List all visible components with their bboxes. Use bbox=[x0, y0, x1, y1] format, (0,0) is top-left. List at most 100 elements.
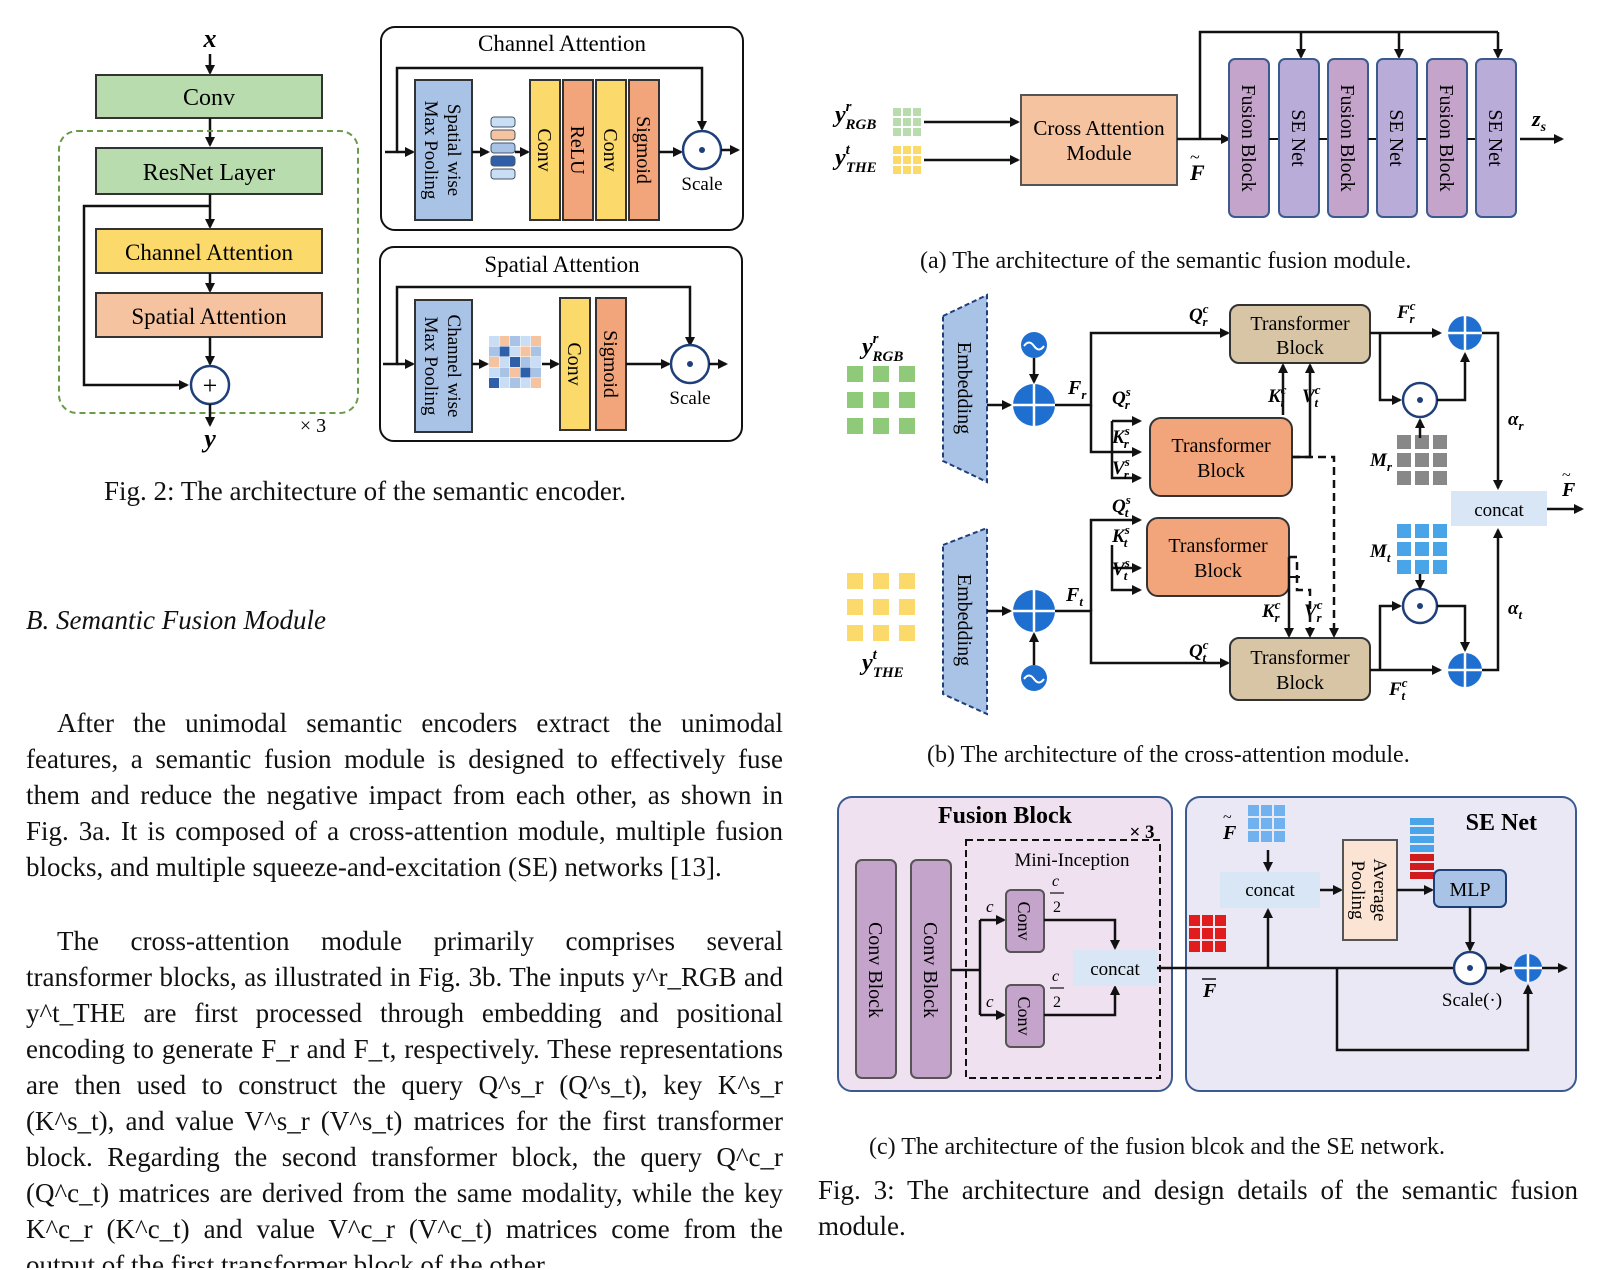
mask-r-cell bbox=[1433, 435, 1447, 449]
mask-r-cell bbox=[1397, 435, 1411, 449]
heatmap-cell bbox=[531, 378, 541, 388]
fig3b-transformer-mid-top-label-2: Block bbox=[1197, 460, 1245, 482]
fig2-output-y: y bbox=[201, 424, 216, 453]
fig2-sa-pool-box bbox=[414, 299, 473, 433]
fig3b-transformer-mid-bottom bbox=[1146, 517, 1290, 597]
redgrid-cell bbox=[1202, 941, 1213, 952]
grid3a-rgb-cell bbox=[903, 128, 911, 136]
grid3a-rgb-cell bbox=[893, 108, 901, 116]
mask-r-cell bbox=[1415, 471, 1429, 485]
fig3c-caption: (c) The architecture of the fusion blcok… bbox=[869, 1134, 1446, 1160]
fig3c-add-icon bbox=[1514, 954, 1542, 982]
fig3c-avgpool-box bbox=[1342, 839, 1398, 941]
grid3a-the-cell bbox=[893, 156, 901, 164]
grid3a-the-cell bbox=[903, 156, 911, 164]
fig3c-concat-2-label: concat bbox=[1245, 880, 1295, 901]
svg-text:Ft: Ft bbox=[1065, 584, 1083, 609]
svg-text:2: 2 bbox=[1053, 899, 1061, 916]
svg-text:~: ~ bbox=[1562, 467, 1571, 484]
fig3b-add-bottom-icon bbox=[1013, 590, 1055, 632]
fig2-repeat-frame bbox=[58, 130, 359, 414]
heatmap-cell bbox=[489, 378, 499, 388]
fig3b-transformer-mid-top-label-1: Transformer bbox=[1171, 435, 1271, 457]
redgrid-cell bbox=[1215, 941, 1226, 952]
mask-t-cell bbox=[1415, 542, 1429, 556]
grid3a-rgb-cell bbox=[903, 118, 911, 126]
grid3b-the-cell bbox=[847, 573, 863, 589]
svg-text:Fct: Fct bbox=[1388, 675, 1408, 703]
heatmap-cell bbox=[531, 357, 541, 367]
fig3a-rgb-grid-icon bbox=[893, 108, 921, 136]
fig3a-output-z: zs bbox=[1531, 106, 1547, 135]
se-net-label: SE Net bbox=[1287, 109, 1309, 167]
fig2-sa-pool-label-2: Max Pooling bbox=[420, 317, 441, 416]
fig2-ca-pool-label-1: Spatial wise bbox=[443, 104, 464, 196]
svg-text:Vsr: Vsr bbox=[1112, 454, 1130, 482]
fig2-sa-heatmap-icon bbox=[489, 336, 541, 388]
fig3c-scale-label: Scale(·) bbox=[1442, 990, 1502, 1011]
mask-r-cell bbox=[1433, 453, 1447, 467]
fig2-ca-scale-label: Scale bbox=[681, 174, 722, 195]
svg-text:Fcr: Fcr bbox=[1396, 298, 1416, 326]
mask-r-cell bbox=[1415, 435, 1429, 449]
fig2-conv-box bbox=[95, 74, 323, 119]
svg-text:αr: αr bbox=[1508, 409, 1525, 433]
fig2-sa-scale-label: Scale bbox=[669, 388, 710, 409]
fig3b-transformer-mid-bottom-label-2: Block bbox=[1194, 560, 1242, 582]
svg-text:c: c bbox=[986, 992, 994, 1011]
heatmap-cell bbox=[520, 367, 531, 378]
grid3b-rgb-cell bbox=[899, 366, 915, 382]
redgrid-cell bbox=[1202, 915, 1213, 926]
redgrid-cell bbox=[1202, 928, 1213, 939]
mask-t-cell bbox=[1397, 560, 1411, 574]
bluegrid-cell bbox=[1261, 818, 1272, 829]
heatmap-cell bbox=[489, 336, 499, 346]
svg-text:Vst: Vst bbox=[1112, 555, 1130, 583]
grid3b-the-cell bbox=[873, 625, 889, 641]
svg-text:c: c bbox=[986, 897, 994, 916]
weight-bar-cell bbox=[1410, 827, 1434, 834]
heatmap-cell bbox=[510, 357, 520, 367]
fig3b-transformer-top-label-1: Transformer bbox=[1250, 313, 1350, 335]
fig3c-conv-block-2-label: Conv Block bbox=[919, 922, 941, 1018]
heatmap-cell bbox=[531, 346, 541, 357]
redgrid-cell bbox=[1189, 928, 1200, 939]
fig2-ca-pool-box bbox=[414, 79, 473, 221]
fig2-encoder: x Conv ResNet Layer Channel Attention Sp… bbox=[58, 24, 744, 453]
svg-text:c: c bbox=[1052, 968, 1059, 985]
fig2-sa-pool-label-1: Channel wise bbox=[443, 315, 464, 418]
bluegrid-cell bbox=[1274, 818, 1285, 829]
grid3a-rgb-cell bbox=[913, 108, 921, 116]
svg-text:Ksr: Ksr bbox=[1111, 423, 1130, 451]
section-heading: B. Semantic Fusion Module bbox=[26, 605, 326, 635]
grid3a-rgb-cell bbox=[893, 118, 901, 126]
svg-text:Mt: Mt bbox=[1369, 541, 1391, 565]
fig3c-conv-block-1-label: Conv Block bbox=[864, 922, 886, 1018]
heatmap-cell bbox=[510, 336, 520, 346]
grid3a-the-cell bbox=[893, 166, 901, 174]
fig3a-caption: (a) The architecture of the semantic fus… bbox=[920, 248, 1412, 274]
heatmap-cell bbox=[489, 367, 499, 378]
grid3a-rgb-cell bbox=[913, 118, 921, 126]
fig3c-concat-1-box bbox=[1073, 950, 1157, 986]
weight-bar-cell bbox=[1410, 836, 1434, 843]
fig2-ca-panel bbox=[380, 26, 744, 231]
fig2-resnet-box bbox=[95, 147, 323, 195]
fig2-spatial-attention-label: Spatial Attention bbox=[131, 304, 287, 329]
svg-text:c: c bbox=[1052, 873, 1059, 890]
grid3b-the-cell bbox=[847, 625, 863, 641]
svg-text:~: ~ bbox=[1223, 809, 1232, 826]
fig3b-caption: (b) The architecture of the cross-attent… bbox=[927, 742, 1410, 768]
paragraph-1: After the unimodal semantic encoders ext… bbox=[26, 708, 783, 882]
heatmap-cell bbox=[499, 378, 510, 388]
fig3b-pos-encoding-bottom-icon bbox=[1021, 665, 1047, 691]
grid3b-the-cell bbox=[899, 599, 915, 615]
fig3c-conv-block-1 bbox=[855, 859, 897, 1079]
fig2-ca-pool-label-2: Max Pooling bbox=[420, 101, 441, 200]
fig2-ca-title: Channel Attention bbox=[478, 31, 647, 56]
heatmap-cell bbox=[499, 346, 510, 357]
